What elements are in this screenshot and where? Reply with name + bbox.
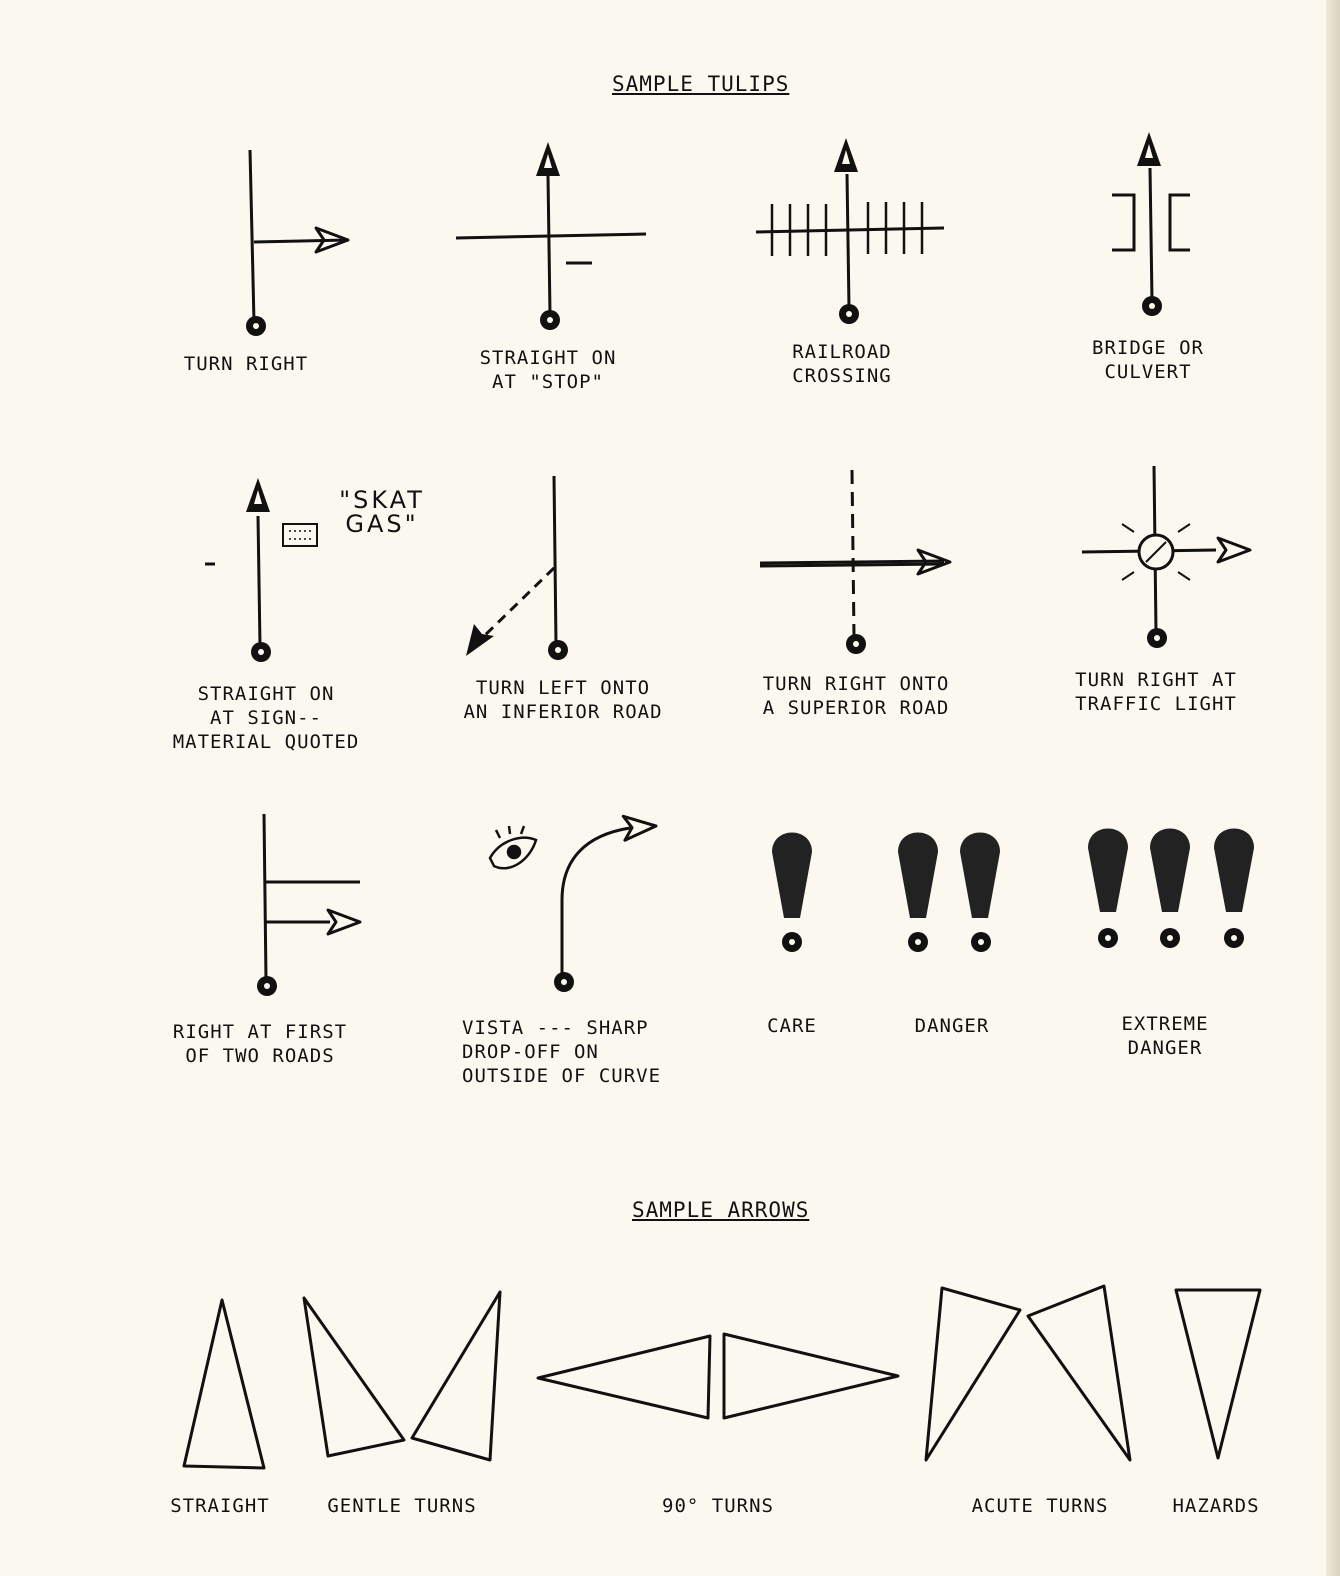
heading-sample-tulips: SAMPLE TULIPS: [612, 72, 790, 96]
tulip-straight-at-stop: [455, 142, 647, 330]
arrow-label-ninety-turns: 90° TURNS: [662, 1495, 774, 1517]
arrow-straight: [182, 1298, 266, 1470]
tulip-label-railroad-crossing: RAILROAD CROSSING: [792, 341, 892, 387]
arrow-label-gentle-turns: GENTLE TURNS: [327, 1495, 477, 1517]
sign-quote-text: "SKAT GAS": [339, 486, 425, 538]
tulip-label-straight-at-sign: STRAIGHT ON AT SIGN-- MATERIAL QUOTED: [172, 683, 360, 753]
tulip-right-first-of-two: [257, 813, 362, 996]
tulip-label-turn-right-superior: TURN RIGHT ONTO A SUPERIOR ROAD: [762, 673, 950, 719]
tulip-turn-right-superior: [759, 469, 952, 654]
tulip-label-bridge-or-culvert: BRIDGE OR CULVERT: [1092, 337, 1204, 383]
page-edge: [1326, 0, 1340, 1576]
arrow-acute-turn-right: [1026, 1284, 1132, 1462]
tulip-turn-left-inferior: [466, 475, 568, 660]
tulip-label-turn-left-inferior: TURN LEFT ONTO AN INFERIOR ROAD: [463, 677, 663, 723]
heading-sample-arrows: SAMPLE ARROWS: [632, 1198, 810, 1222]
tulip-care: [772, 832, 812, 952]
exclamation-icon: [1088, 828, 1128, 912]
eye-icon: [488, 825, 538, 870]
tulip-label-vista: VISTA --- SHARP DROP-OFF ON OUTSIDE OF C…: [462, 1017, 662, 1087]
tulip-straight-at-sign: [205, 478, 318, 662]
tulip-turn-right: [246, 149, 350, 336]
tulip-vista: [488, 812, 659, 992]
arrow-gentle-turn-left: [302, 1296, 406, 1458]
arrow-label-straight: STRAIGHT: [170, 1495, 270, 1517]
arrow-ninety-turn-left: [536, 1334, 712, 1420]
tulip-label-danger: DANGER: [914, 1015, 990, 1037]
tulip-label-care: CARE: [767, 1015, 817, 1037]
arrow-hazard: [1174, 1288, 1262, 1460]
tulip-turn-right-traffic-light: [1081, 465, 1252, 648]
tulip-label-extreme-danger: EXTREME DANGER: [1121, 1013, 1209, 1059]
tulip-railroad-crossing: [755, 138, 945, 324]
exclamation-icon: [1150, 828, 1190, 912]
tulip-label-turn-right-traffic-light: TURN RIGHT AT TRAFFIC LIGHT: [1075, 669, 1237, 715]
tulip-label-right-first-of-two: RIGHT AT FIRST OF TWO ROADS: [172, 1021, 348, 1067]
arrow-label-acute-turns: ACUTE TURNS: [971, 1495, 1109, 1517]
arrow-label-hazards: HAZARDS: [1172, 1495, 1260, 1517]
tulip-label-straight-at-stop: STRAIGHT ON AT "STOP": [479, 347, 617, 393]
arrow-acute-turn-left: [924, 1286, 1022, 1462]
exclamation-icon: [898, 832, 938, 918]
arrow-gentle-turn-right: [410, 1290, 502, 1462]
tulip-danger: [898, 832, 1000, 952]
tulip-label-turn-right: TURN RIGHT: [183, 353, 309, 375]
tulip-extreme-danger: [1088, 828, 1254, 948]
arrow-ninety-turn-right: [722, 1332, 900, 1420]
tulip-bridge-or-culvert: [1112, 132, 1190, 316]
exclamation-icon: [960, 832, 1000, 918]
exclamation-icon: [772, 832, 812, 918]
exclamation-icon: [1214, 828, 1254, 912]
